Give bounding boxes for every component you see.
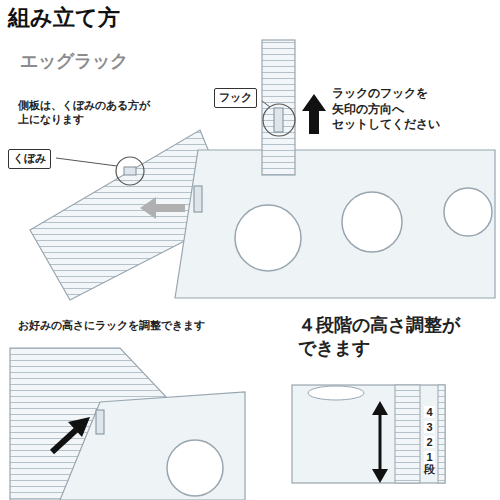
- hook: [274, 108, 283, 132]
- leader-line: [56, 158, 117, 166]
- height-arrow: [379, 412, 382, 472]
- direction-arrow: [68, 417, 90, 437]
- section-heading: エッグラック: [20, 50, 128, 73]
- egg-hole: [444, 188, 492, 236]
- direction-arrow: [140, 197, 185, 219]
- rack-assembly-adjust: [10, 348, 245, 500]
- detail-circle: [116, 157, 144, 185]
- rack-plate: [60, 392, 245, 500]
- note-text: お好みの高さにラックを調整できます: [18, 318, 278, 332]
- height-arrow: [372, 401, 388, 415]
- hook: [96, 410, 104, 434]
- rack-plate: [175, 150, 495, 298]
- callout-label: くぼみ: [13, 152, 46, 166]
- instruction-text: ラックのフックを 矢印の方向へ セットしてください: [332, 86, 460, 133]
- egg-hole: [167, 440, 223, 496]
- page-title: 組み立て方: [8, 4, 120, 33]
- rack-side-view: [292, 385, 445, 483]
- egg-hole: [308, 386, 364, 400]
- callout-tag: くぼみ: [8, 149, 51, 169]
- direction-arrow: [302, 94, 326, 134]
- leader-line: [262, 101, 270, 107]
- recess: [124, 167, 136, 175]
- level-number: 4: [424, 406, 435, 418]
- level-number: 2: [424, 436, 435, 448]
- callout-tag: フック: [214, 88, 257, 108]
- callout-label: フック: [219, 91, 252, 105]
- height-levels: [292, 385, 445, 483]
- feature-text: ４段階の高さ調整が できます: [298, 314, 486, 361]
- level-number: 1段: [424, 451, 435, 475]
- egg-hole: [342, 192, 402, 252]
- level-number: 3: [424, 421, 435, 433]
- direction-arrow: [52, 430, 76, 452]
- side-panel: [395, 385, 420, 483]
- height-arrow: [372, 469, 388, 483]
- side-panel: [262, 40, 295, 175]
- hook: [194, 186, 202, 212]
- side-panel: [438, 385, 445, 483]
- note-text: 側板は、くぼみのある方が 上になります: [18, 98, 168, 127]
- egg-hole: [235, 205, 301, 271]
- detail-circle: [263, 104, 295, 136]
- rack-assembly-top: [30, 40, 495, 300]
